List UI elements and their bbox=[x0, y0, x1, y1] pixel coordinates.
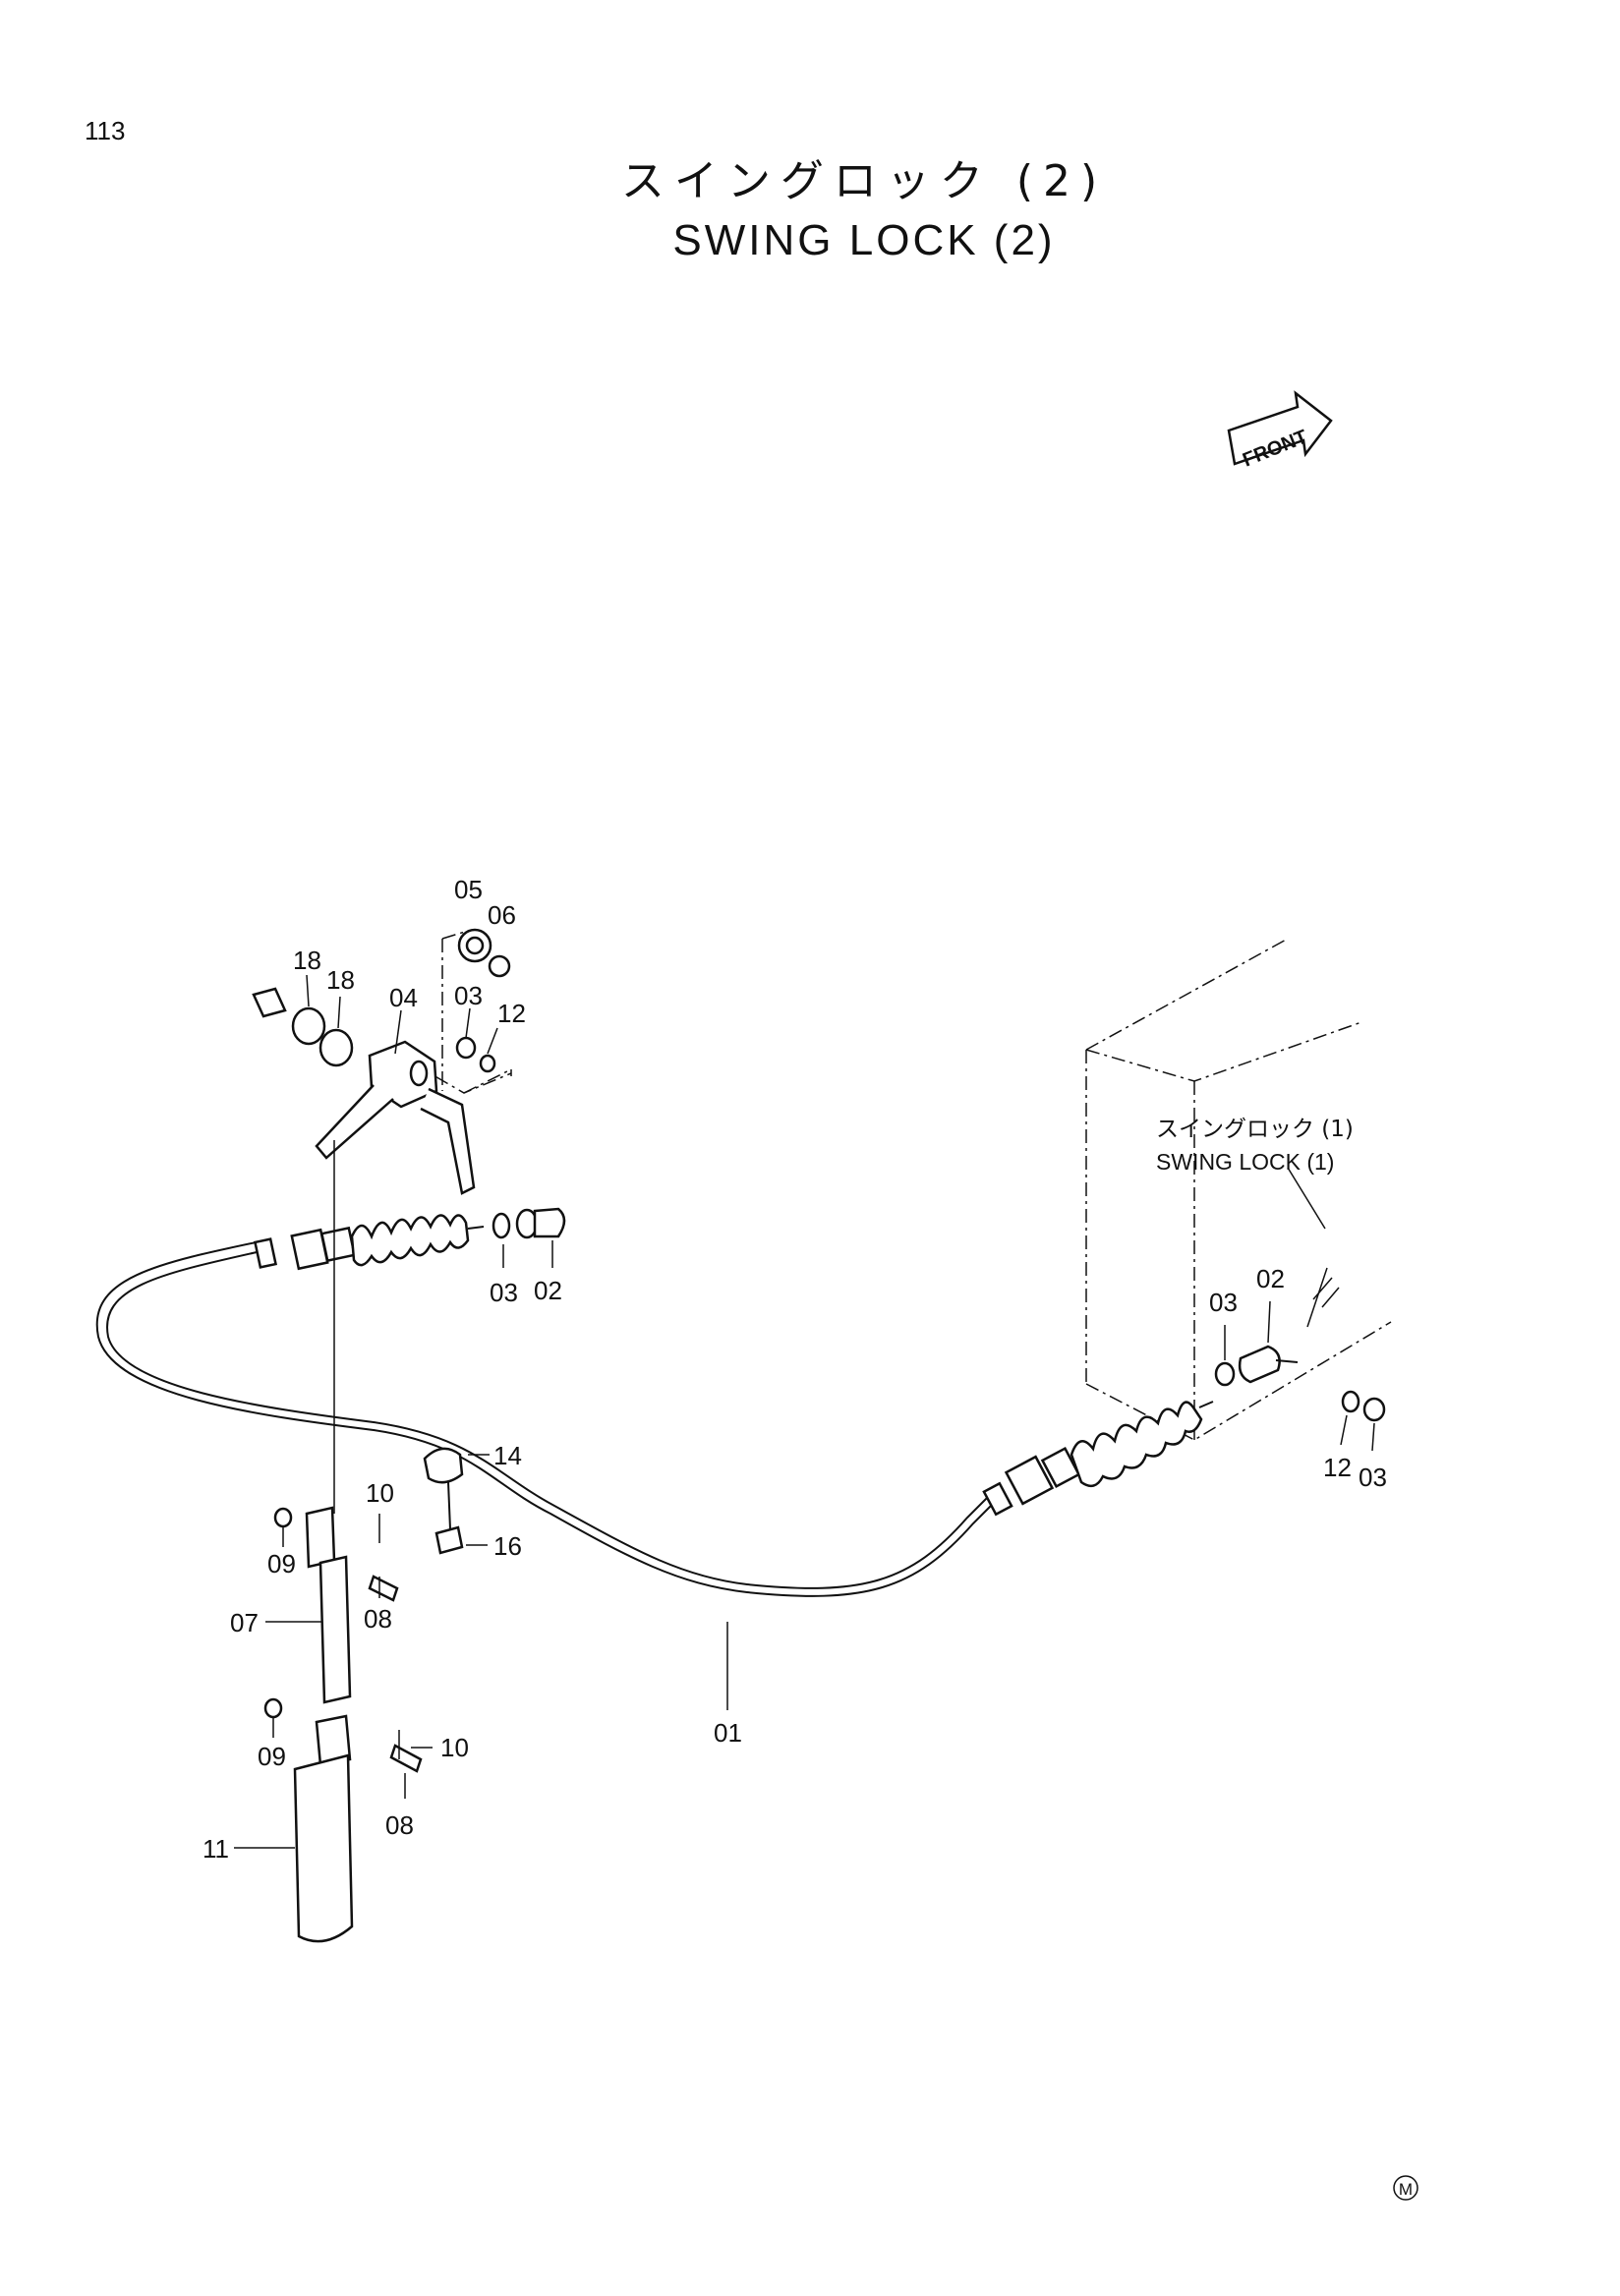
title-japanese: スイングロック (2) bbox=[620, 156, 1108, 206]
left-cable-end bbox=[253, 1214, 485, 1271]
callout-11: 11 bbox=[202, 1834, 229, 1864]
bushings-18 bbox=[252, 987, 354, 1067]
callout-03-right-bottom: 03 bbox=[1359, 1463, 1387, 1492]
callout-10-lower: 10 bbox=[440, 1733, 469, 1762]
title-english: SWING LOCK (2) bbox=[672, 216, 1056, 264]
callout-12-right: 12 bbox=[1323, 1453, 1352, 1482]
cylinder-11 bbox=[263, 1697, 423, 1943]
callout-12-left: 12 bbox=[497, 999, 526, 1028]
nut-03-upper bbox=[455, 1036, 477, 1060]
callout-01: 01 bbox=[714, 1718, 742, 1748]
callout-02-right: 02 bbox=[1256, 1264, 1285, 1293]
page-title: スイングロック (2) SWING LOCK (2) bbox=[0, 145, 1620, 265]
callout-07: 07 bbox=[230, 1608, 259, 1637]
callout-14: 14 bbox=[493, 1441, 522, 1470]
callout-18-a: 18 bbox=[293, 946, 321, 975]
front-arrow-icon: FRONT bbox=[1227, 390, 1333, 472]
callout-09-lower: 09 bbox=[258, 1742, 286, 1771]
callout-05: 05 bbox=[454, 875, 483, 904]
xref-english: SWING LOCK (1) bbox=[1156, 1149, 1334, 1175]
right-washer-12 bbox=[1341, 1390, 1360, 1413]
callout-03-right-top: 03 bbox=[1209, 1288, 1238, 1317]
control-cable bbox=[95, 1239, 994, 1597]
bracket-assembly bbox=[315, 930, 512, 1195]
right-rod-end bbox=[1214, 1345, 1299, 1387]
lever-07 bbox=[273, 1506, 399, 1704]
xref-japanese: スイングロック (1) bbox=[1156, 1117, 1354, 1142]
leader-lines bbox=[234, 974, 1375, 1849]
swing-lock-unit-outline bbox=[1085, 938, 1392, 1441]
callout-09-upper: 09 bbox=[267, 1549, 296, 1578]
left-rod-end bbox=[492, 1207, 566, 1239]
washer-05-hole bbox=[465, 936, 485, 955]
callout-08-upper: 08 bbox=[364, 1604, 392, 1634]
washer-12-upper bbox=[479, 1054, 496, 1073]
callout-18-b: 18 bbox=[326, 965, 355, 995]
callout-06: 06 bbox=[488, 900, 516, 930]
callout-03-left-top: 03 bbox=[454, 981, 483, 1010]
circled-m-mark: M bbox=[1393, 2175, 1418, 2201]
callout-03-left-bottom: 03 bbox=[490, 1278, 518, 1307]
callout-02-left: 02 bbox=[534, 1276, 562, 1305]
right-cable-end bbox=[982, 1401, 1214, 1517]
nut-06 bbox=[488, 954, 511, 978]
clamp-14 bbox=[423, 1447, 464, 1555]
right-nut-03 bbox=[1362, 1397, 1386, 1422]
callout-10-upper: 10 bbox=[366, 1478, 394, 1508]
mark-letter: M bbox=[1399, 2180, 1413, 2199]
page-number: 113 bbox=[85, 116, 126, 145]
callout-04: 04 bbox=[389, 983, 418, 1012]
callout-08-lower: 08 bbox=[385, 1810, 414, 1840]
callout-16: 16 bbox=[493, 1531, 522, 1561]
